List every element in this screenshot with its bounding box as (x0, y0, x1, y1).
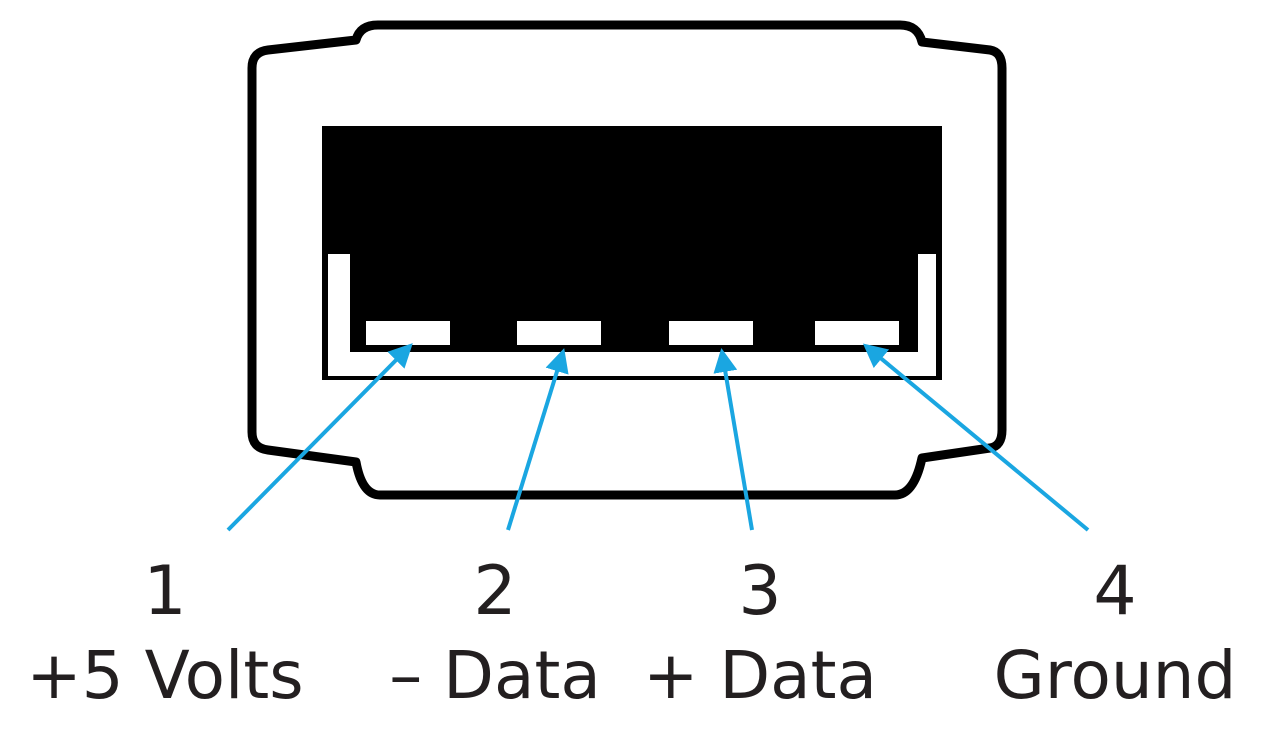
pin-4-arrow (862, 343, 1090, 532)
connector-left-slot (328, 254, 350, 376)
pin-1-name: +5 Volts (26, 637, 304, 714)
pin-3-arrow (713, 348, 754, 531)
pin-1-arrow (226, 343, 413, 532)
pin-1-contact (366, 321, 450, 345)
connector-right-slot (918, 254, 936, 376)
pin-2-arrow (506, 348, 569, 531)
pin-3-label: 3 + Data (635, 552, 885, 720)
pin-3-contact (669, 321, 753, 345)
pin-1-number: 1 (143, 552, 187, 631)
pin-4-contact (815, 321, 899, 345)
pin-2-contact (517, 321, 601, 345)
pin-3-number: 3 (738, 552, 782, 631)
pin-3-name: + Data (643, 637, 877, 714)
pin-4-label: 4 Ground (960, 552, 1270, 720)
pin-4-name: Ground (993, 637, 1237, 714)
connector-bottom-slot (328, 352, 936, 376)
pin-2-label: 2 – Data (370, 552, 620, 720)
pin-1-label: 1 +5 Volts (20, 552, 310, 720)
pin-2-number: 2 (473, 552, 517, 631)
pin-4-number: 4 (1093, 552, 1137, 631)
pin-2-name: – Data (389, 637, 601, 714)
